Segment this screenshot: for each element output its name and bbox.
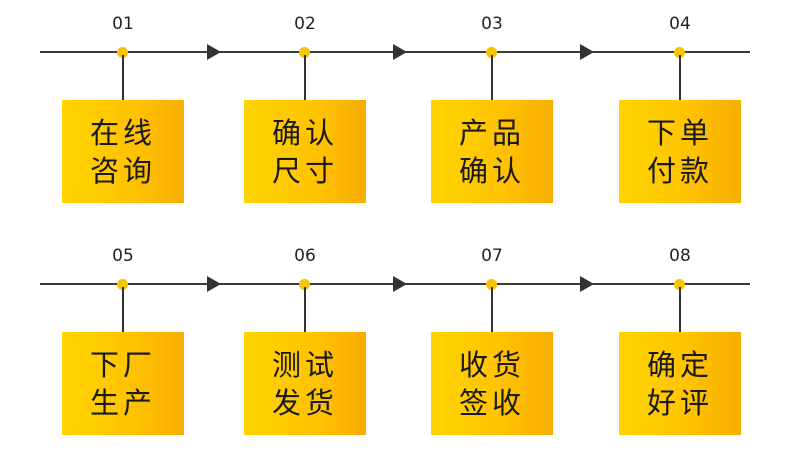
step-number: 02 xyxy=(294,14,316,34)
step-label-line-2: 生产 xyxy=(89,385,156,420)
step-label-line-1: 收货 xyxy=(458,347,525,382)
connector-line xyxy=(491,287,493,332)
step-box: 确认 尺寸 xyxy=(244,100,366,203)
connector-line xyxy=(679,55,681,100)
step-box: 在线 咨询 xyxy=(62,100,184,203)
step-label-line-2: 付款 xyxy=(646,153,713,188)
timeline-dot xyxy=(117,47,128,58)
step-label-line-2: 发货 xyxy=(271,385,338,420)
step-label-line-2: 咨询 xyxy=(89,153,156,188)
step-number: 07 xyxy=(481,246,503,266)
step-number: 01 xyxy=(112,14,134,34)
timeline-dot xyxy=(486,279,497,290)
step-number: 06 xyxy=(294,246,316,266)
step-box: 测试 发货 xyxy=(244,332,366,435)
connector-line xyxy=(304,55,306,100)
arrow-right-icon xyxy=(207,44,221,60)
step-07: 07 收货 签收 xyxy=(431,232,553,442)
timeline-dot xyxy=(299,279,310,290)
arrow-right-icon xyxy=(207,276,221,292)
arrow-right-icon xyxy=(393,276,407,292)
arrow-right-icon xyxy=(580,44,594,60)
step-04: 04 下单 付款 xyxy=(619,0,741,210)
step-box: 产品 确认 xyxy=(431,100,553,203)
step-number: 05 xyxy=(112,246,134,266)
step-label-line-2: 好评 xyxy=(646,385,713,420)
step-label-line-2: 确认 xyxy=(458,153,525,188)
step-label-line-1: 下单 xyxy=(646,115,713,150)
step-01: 01 在线 咨询 xyxy=(62,0,184,210)
timeline-dot xyxy=(299,47,310,58)
timeline-dot xyxy=(674,47,685,58)
step-03: 03 产品 确认 xyxy=(431,0,553,210)
step-number: 08 xyxy=(669,246,691,266)
connector-line xyxy=(122,287,124,332)
step-label-line-2: 签收 xyxy=(458,385,525,420)
step-label-line-1: 下厂 xyxy=(89,347,156,382)
step-label-line-1: 在线 xyxy=(89,115,156,150)
step-box: 下厂 生产 xyxy=(62,332,184,435)
step-label-line-2: 尺寸 xyxy=(271,153,338,188)
process-row-1: 01 在线 咨询 02 确认 尺寸 03 产品 确认 04 下单 付款 xyxy=(0,0,790,203)
connector-line xyxy=(304,287,306,332)
step-box: 确定 好评 xyxy=(619,332,741,435)
arrow-right-icon xyxy=(393,44,407,60)
connector-line xyxy=(491,55,493,100)
step-number: 03 xyxy=(481,14,503,34)
timeline-dot xyxy=(117,279,128,290)
connector-line xyxy=(122,55,124,100)
connector-line xyxy=(679,287,681,332)
step-box: 收货 签收 xyxy=(431,332,553,435)
step-box: 下单 付款 xyxy=(619,100,741,203)
step-number: 04 xyxy=(669,14,691,34)
step-label-line-1: 确定 xyxy=(646,347,713,382)
arrow-right-icon xyxy=(580,276,594,292)
timeline-dot xyxy=(674,279,685,290)
timeline-dot xyxy=(486,47,497,58)
process-row-2: 05 下厂 生产 06 测试 发货 07 收货 签收 08 确定 好评 xyxy=(0,232,790,435)
step-06: 06 测试 发货 xyxy=(244,232,366,442)
step-08: 08 确定 好评 xyxy=(619,232,741,442)
step-02: 02 确认 尺寸 xyxy=(244,0,366,210)
step-05: 05 下厂 生产 xyxy=(62,232,184,442)
step-label-line-1: 测试 xyxy=(271,347,338,382)
step-label-line-1: 产品 xyxy=(458,115,525,150)
step-label-line-1: 确认 xyxy=(271,115,338,150)
